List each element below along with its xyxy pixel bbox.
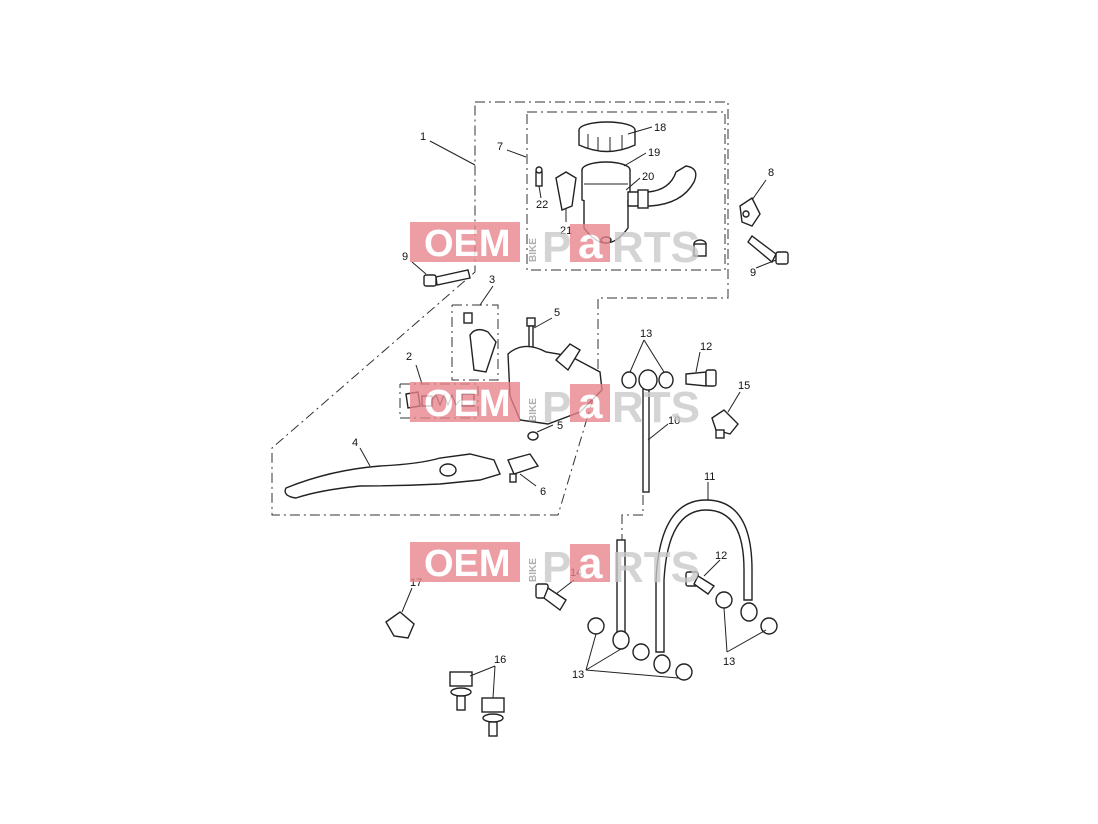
callout-3: 3	[489, 274, 495, 286]
callout-16: 16	[494, 654, 506, 666]
watermark-a-text: a	[578, 379, 603, 428]
screw-bottom-part	[527, 431, 539, 441]
callout-9-left: 9	[402, 251, 408, 263]
watermark-rts-text: RTS	[612, 543, 700, 592]
hose-fitting-part	[693, 239, 707, 257]
banjo-bolt-lower-right-part	[685, 571, 716, 595]
callout-10: 10	[668, 415, 680, 427]
callout-13-upper: 13	[640, 328, 652, 340]
callout-8: 8	[768, 167, 774, 179]
watermark-red-block	[410, 382, 520, 422]
callout-11: 11	[704, 471, 715, 483]
callout-6: 6	[540, 486, 546, 498]
callout-20: 20	[642, 171, 654, 183]
watermark-bike-text: BIKE	[528, 238, 539, 262]
banjo-bolt-upper-part	[685, 369, 717, 387]
callout-18: 18	[654, 122, 666, 134]
watermark-p-text: P	[542, 383, 571, 432]
callout-13-lower-left: 13	[572, 669, 584, 681]
watermark-top: OEM BIKE P a RTS	[410, 219, 700, 272]
watermark-a-block	[570, 384, 610, 422]
watermark-bike-text: BIKE	[528, 398, 539, 422]
watermark-a-block	[570, 544, 610, 582]
callout-19: 19	[648, 147, 660, 159]
mounting-bracket-part	[739, 196, 761, 227]
reservoir-cap-part	[578, 121, 636, 153]
watermark-a-block	[570, 224, 610, 262]
watermark-p-text: P	[542, 543, 571, 592]
callout-15: 15	[738, 380, 750, 392]
callout-5-top: 5	[554, 307, 560, 319]
screw-top-part	[526, 317, 536, 349]
reservoir-hose-part	[627, 165, 697, 209]
callout-21: 21	[560, 225, 572, 237]
watermark-a-text: a	[578, 219, 603, 268]
watermark-middle: OEM BIKE P a RTS	[410, 379, 700, 432]
watermark-rts-text: RTS	[612, 223, 700, 272]
assembly-boundary-lines	[271, 101, 729, 540]
watermark-oem-text: OEM	[424, 543, 511, 585]
watermark-rts-text: RTS	[612, 383, 700, 432]
banjo-bolt-lower-left-part	[535, 583, 567, 612]
watermark-p-text: P	[542, 223, 571, 272]
grommet-a-part	[449, 671, 473, 711]
grommet-b-part	[481, 697, 505, 737]
clamp-part	[463, 312, 497, 373]
callout-4: 4	[352, 437, 358, 449]
bolt-right-part	[747, 234, 789, 265]
callout-12-upper: 12	[700, 341, 712, 353]
watermark-a-text: a	[578, 539, 603, 588]
watermark-bottom: OEM BIKE P a RTS	[410, 539, 700, 592]
watermark-oem-text: OEM	[424, 383, 511, 425]
brake-switch-part	[507, 453, 540, 483]
hose-clip-part	[711, 409, 739, 439]
callout-9-right: 9	[750, 267, 756, 279]
callout-5-bottom: 5	[557, 420, 563, 432]
brake-lever-part	[284, 453, 501, 499]
callout-13-lower-right: 13	[723, 656, 735, 668]
reservoir-bracket-part	[535, 166, 577, 211]
watermark-red-block	[410, 222, 520, 262]
bolt-left-part	[423, 269, 471, 287]
callout-12-lower: 12	[715, 550, 727, 562]
leader-lines	[359, 126, 777, 699]
clip-17-part	[385, 611, 415, 639]
callout-1: 1	[420, 131, 426, 143]
callout-22: 22	[536, 199, 548, 211]
watermark-bike-text: BIKE	[528, 558, 539, 582]
watermark-red-block	[410, 542, 520, 582]
callout-2: 2	[406, 351, 412, 363]
parts-line-art	[284, 121, 789, 737]
callout-7: 7	[497, 141, 503, 153]
banjo-washers-upper-part	[621, 369, 674, 391]
reservoir-body-part	[581, 161, 631, 244]
watermark-oem-text: OEM	[424, 223, 511, 265]
